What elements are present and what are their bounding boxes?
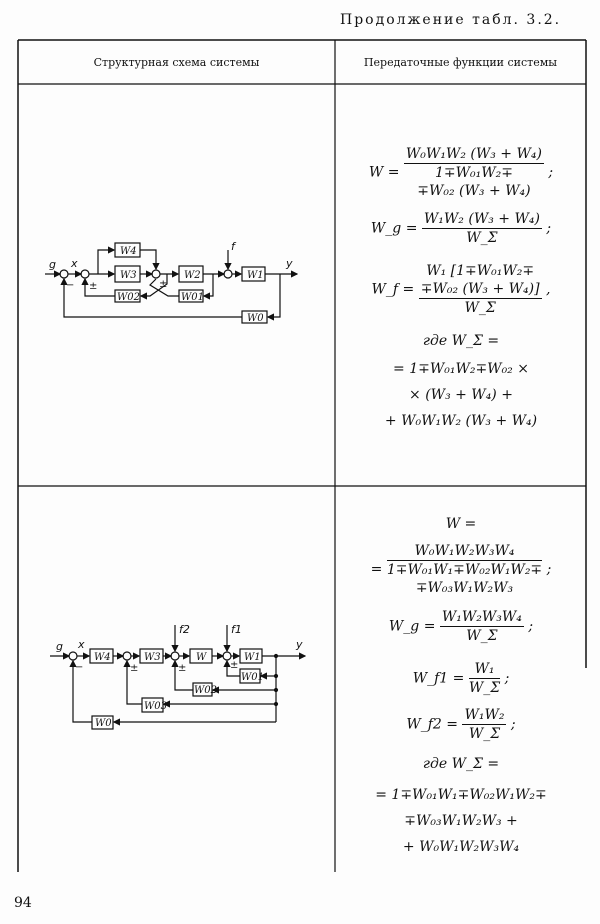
numerator: W₁ bbox=[468, 660, 501, 679]
page-number: 94 bbox=[14, 895, 32, 911]
column-header-diagram: Структурная схема системы bbox=[93, 56, 260, 69]
sign-pm: ± bbox=[159, 279, 167, 290]
block-w0: W0 bbox=[247, 313, 264, 324]
denominator: W_Σ bbox=[466, 628, 498, 644]
denominator-line-2: ∓W₀₃W₁W₂W₃ bbox=[415, 580, 514, 596]
numerator-line-1: W₁ [1∓W₀₁W₂∓ bbox=[426, 263, 535, 279]
block-diagram-1: g x f y − ± ± W4 W3 W2 W1 W02 W01 W0 bbox=[45, 240, 299, 324]
sign-pm: ± bbox=[130, 663, 138, 674]
signal-y: y bbox=[285, 257, 293, 270]
denominator: W_Σ bbox=[464, 300, 496, 316]
formula-lhs: W_g = bbox=[370, 220, 418, 237]
formula-lhs: W_f2 = bbox=[406, 716, 459, 733]
denominator-line-2: ∓W₀₂ (W₃ + W₄) bbox=[417, 183, 531, 199]
denominator: W_Σ bbox=[468, 680, 501, 696]
numerator: W₀W₁W₂W₃W₄ bbox=[386, 542, 543, 561]
block-w4: W4 bbox=[94, 652, 111, 663]
block-w01: W01 bbox=[241, 672, 264, 683]
numerator: W₁W₂ bbox=[462, 707, 507, 725]
formula-lhs: W = bbox=[368, 164, 400, 181]
block-w4: W4 bbox=[120, 246, 137, 257]
block-w1: W1 bbox=[244, 652, 261, 663]
formula-wsigma-line-2: × (W₃ + W₄) + bbox=[409, 387, 513, 403]
formula-wsigma-line-1: = 1∓W₀₁W₂∓W₀₂ × bbox=[393, 361, 529, 377]
formula-wsigma-line-1: = 1∓W₀₁W₁∓W₀₂W₁W₂∓ bbox=[375, 787, 547, 803]
signal-x: x bbox=[77, 638, 85, 651]
sign-minus: − bbox=[75, 662, 83, 673]
formula-lhs: W_f = bbox=[371, 281, 415, 298]
block-diagram-2: g x f2 f1 y − ± ± ± W4 W3 W W1 W01 W02 W… bbox=[50, 623, 307, 730]
block-w1: W1 bbox=[247, 270, 264, 281]
denominator-line-1: 1∓W₀₁W₂∓ bbox=[434, 165, 513, 181]
formula-wsigma-line-3: + W₀W₁W₂ (W₃ + W₄) bbox=[384, 413, 538, 429]
column-header-functions: Передаточные функции системы bbox=[363, 56, 558, 69]
block-w02: W02 bbox=[117, 292, 140, 303]
fraction: W₁W₂ (W₃ + W₄)W_Σ bbox=[421, 210, 542, 247]
formula-wsigma-line-3: + W₀W₁W₂W₃W₄ bbox=[402, 839, 520, 855]
block-w3: W3 bbox=[144, 652, 161, 663]
block-w01: W01 bbox=[181, 292, 204, 303]
block-w3: W3 bbox=[120, 270, 137, 281]
fraction: W₁ [1∓W₀₁W₂∓ ∓W₀₂ (W₃ + W₄)]W_Σ bbox=[418, 262, 542, 317]
table-grid bbox=[17, 39, 587, 872]
block-w03: W03 bbox=[144, 701, 167, 712]
signal-f1: f1 bbox=[231, 623, 242, 636]
denominator-line-1: 1∓W₀₁W₁∓W₀₂W₁W₂∓ bbox=[386, 562, 543, 578]
sign-pm: ± bbox=[178, 663, 186, 674]
block-w: W bbox=[196, 652, 207, 663]
formula-lhs: W_g = bbox=[388, 618, 436, 635]
numerator: W₁W₂W₃W₄ bbox=[439, 609, 524, 627]
numerator: W₁W₂ (W₃ + W₄) bbox=[421, 211, 542, 229]
formula-wg: W_g = W₁W₂ (W₃ + W₄)W_Σ ; bbox=[370, 210, 552, 247]
signal-x: x bbox=[70, 257, 78, 270]
table-continuation-header: Продолжение табл. 3.2. bbox=[340, 12, 562, 28]
denominator: W_Σ bbox=[466, 230, 498, 246]
signal-f2: f2 bbox=[179, 623, 190, 636]
formula-where: где W_Σ = bbox=[422, 756, 500, 772]
signal-f: f bbox=[231, 240, 237, 253]
fraction: W₀W₁W₂ (W₃ + W₄)1∓W₀₁W₂∓ ∓W₀₂ (W₃ + W₄) bbox=[403, 145, 544, 200]
signal-g: g bbox=[56, 640, 63, 653]
block-w2: W2 bbox=[184, 270, 201, 281]
formula-wsigma-line-2: ∓W₀₃W₁W₂W₃ + bbox=[404, 813, 518, 829]
denominator: W_Σ bbox=[468, 726, 501, 742]
sign-minus: − bbox=[66, 280, 74, 291]
signal-g: g bbox=[49, 258, 56, 271]
sign-pm: ± bbox=[89, 281, 97, 292]
signal-y: y bbox=[295, 638, 303, 651]
block-w02: W02 bbox=[194, 685, 217, 696]
formula-where: где W_Σ = bbox=[422, 333, 500, 349]
formula-w-lhs: W = bbox=[445, 516, 477, 532]
formula-wf: W_f = W₁ [1∓W₀₁W₂∓∓W₀₂ (W₃ + W₄)]W_Σ , bbox=[371, 262, 551, 317]
sign-pm: ± bbox=[230, 660, 238, 671]
numerator: W₀W₁W₂ (W₃ + W₄) bbox=[403, 146, 544, 164]
block-w0: W0 bbox=[95, 718, 112, 729]
formula-lhs: W_f1 = bbox=[412, 670, 465, 687]
numerator-line-2: ∓W₀₂ (W₃ + W₄)] bbox=[418, 281, 542, 299]
formula-w: W = W₀W₁W₂ (W₃ + W₄)1∓W₀₁W₂∓ ∓W₀₂ (W₃ + W… bbox=[368, 145, 554, 200]
